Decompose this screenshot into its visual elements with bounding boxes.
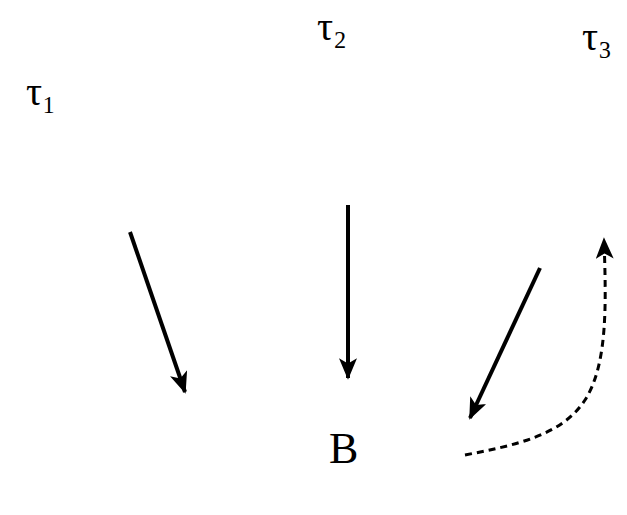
torus-fiber: τ₂ [255,5,435,175]
fiber-label: τ₁ [26,72,56,112]
section-arrow [465,239,605,455]
fiber-label: τ₃ [582,17,612,57]
torus-fiber-shape [478,105,624,265]
projection-arrow [346,205,350,378]
torus-fiber-shape [255,85,435,175]
torus-fiber-shape [12,140,192,228]
projection-arrow [470,268,540,418]
torus-fiber: τ₃ [478,15,624,267]
torus-fiber: τ₁ [12,70,192,228]
projection-arrow [130,232,185,392]
fiber-label: τ₂ [317,7,347,47]
base-label: B [329,427,358,471]
base-space: B [135,355,555,510]
